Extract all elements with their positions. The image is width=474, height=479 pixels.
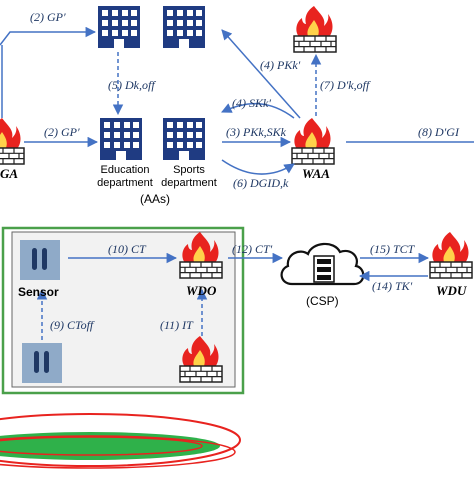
arrow-4-sk [221,102,295,119]
label-9: (9) CToff [50,318,94,332]
building-icon [100,118,142,160]
building-icon [98,6,140,48]
firewall-icon [429,231,473,279]
node-wdu: WDU [436,283,467,298]
cloud-server-icon [280,242,365,286]
arrow-4-pk [221,29,301,119]
label-8: (8) D′GI [418,125,459,139]
label-2-top: (2) GP′ [30,10,66,24]
label-sports: Sports department [161,164,217,189]
node-waa: WAA [302,166,330,181]
label-10: (10) CT [108,242,146,256]
label-7: (7) D′k,off [320,78,370,92]
arrow-2-top [0,26,97,46]
node-ga: GA [0,166,19,181]
firewall-icon [291,117,335,165]
label-2-mid: (2) GP′ [44,125,80,139]
label-4-pk: (4) PKk′ [260,58,301,72]
node-wdo: WDO [186,283,217,298]
arrows [0,26,474,340]
label-6: (6) DGID,k [233,176,289,190]
label-3: (3) PKk,SKk [226,125,286,139]
sensor-icon [22,343,62,383]
label-aas: (AAs) [140,192,170,206]
decorative-ellipses [0,413,241,469]
label-11: (11) IT [160,318,193,332]
building-icon [163,6,205,48]
building-icon [163,118,205,160]
firewall-icon [293,5,337,53]
firewall-icon [0,117,25,165]
label-12: (12) CT′ [232,242,273,256]
label-15: (15) TCT [370,242,415,256]
label-14: (14) TK′ [372,279,413,293]
arrow-6 [221,159,295,175]
label-education: Education department [97,164,153,189]
label-4-sk: (4) SKk′ [232,96,271,110]
sensor-region-border [1,226,245,395]
label-sensor: Sensor [18,285,59,299]
label-5: (5) Dk,off [108,78,155,92]
sensor-icon [20,240,60,280]
label-csp: (CSP) [306,294,339,308]
